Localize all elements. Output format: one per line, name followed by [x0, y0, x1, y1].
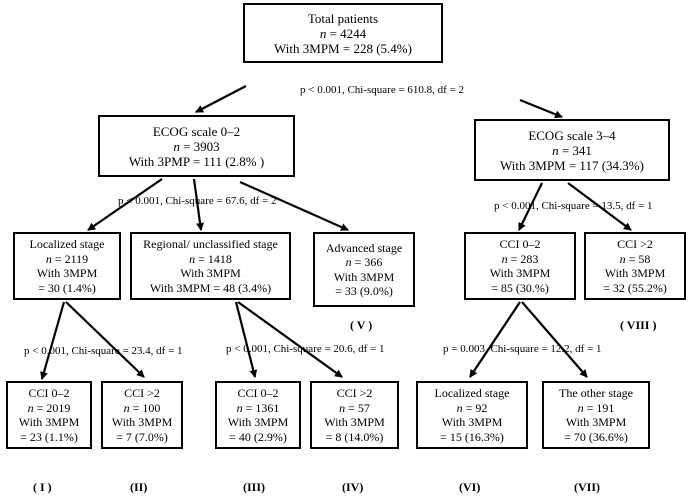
- node-n: n = 1361: [236, 400, 280, 415]
- node-3mpm: With 3MPM = 117 (34.3%): [500, 157, 644, 173]
- node-title: Localized stage: [29, 237, 105, 251]
- node-other-stage-ecog-3-4: The other stage n = 191 With 3MPM = 70 (…: [542, 381, 650, 449]
- node-title: Advanced stage: [325, 240, 403, 255]
- node-3mpm: With 3PMP = 111 (2.8% ): [128, 153, 265, 169]
- node-n: n = 1418: [189, 251, 232, 266]
- node-3mpm-label: With 3MPM: [489, 266, 551, 280]
- node-n: n = 100: [123, 400, 161, 415]
- node-cci-gt2-ecog-3-4: CCI >2 n = 58 With 3MPM = 32 (55.2%): [584, 232, 686, 300]
- node-cci-0-2-ecog-3-4: CCI 0–2 n = 283 With 3MPM = 85 (30.%): [464, 232, 576, 300]
- node-total-patients: Total patients n = 4244 With 3MPM = 228 …: [243, 3, 443, 63]
- node-title: ECOG scale 0–2: [152, 123, 241, 139]
- node-cci-gt2-regional: CCI >2 n = 57 With 3MPM = 8 (14.0%): [310, 381, 399, 449]
- node-n: n = 57: [339, 400, 370, 415]
- node-n: n = 341: [552, 142, 592, 158]
- node-n: n = 2119: [45, 251, 89, 266]
- node-title: CCI 0–2: [28, 386, 70, 400]
- node-localized-stage-ecog-3-4: Localized stage n = 92 With 3MPM = 15 (1…: [416, 381, 528, 449]
- node-title: Regional/ unclassified stage: [143, 237, 278, 251]
- group-label-v: ( V ): [350, 318, 373, 332]
- group-label-vii: (VII): [574, 480, 600, 494]
- node-3mpm-label: With 3MPM: [324, 415, 385, 429]
- node-localized-stage: Localized stage n = 2119 With 3MPM = 30 …: [13, 232, 121, 300]
- group-label-iv: (IV): [342, 480, 364, 494]
- split-stat-root: p < 0.001, Chi-square = 610.8, df = 2: [300, 84, 465, 96]
- node-n: n = 58: [619, 251, 651, 266]
- node-n: n = 92: [456, 400, 488, 415]
- node-n: n = 191: [577, 400, 615, 415]
- node-3mpm: With 3MPM = 228 (5.4%): [274, 40, 412, 56]
- node-3mpm-label: With 3MPM: [604, 266, 666, 280]
- node-n: n = 2019: [27, 400, 71, 415]
- node-title: ECOG scale 3–4: [528, 127, 616, 143]
- node-n: n = 4244: [319, 25, 367, 41]
- node-n: n = 366: [345, 255, 383, 269]
- group-label-vi: (VI): [459, 480, 481, 494]
- split-stat-regional: p < 0.001, Chi-square = 20.6, df = 1: [226, 343, 385, 355]
- split-stat-localized: p < 0.001, Chi-square = 23.4, df = 1: [24, 345, 183, 357]
- node-n: n = 3903: [173, 138, 220, 154]
- node-title: CCI 0–2: [237, 386, 279, 400]
- node-title: CCI >2: [124, 386, 160, 400]
- node-3mpm-label: With 3MPM: [333, 269, 395, 284]
- group-label-i: ( I ): [33, 480, 52, 494]
- node-3mpm-value: = 15 (16.3%): [440, 429, 504, 444]
- group-label-viii: ( VIII ): [620, 318, 657, 332]
- node-3mpm-label: With 3MPM: [441, 415, 503, 429]
- group-label-iii: (III): [243, 480, 266, 494]
- node-3mpm-label: With 3MPM: [565, 415, 627, 429]
- node-3mpm-value: = 23 (1.1%): [20, 429, 78, 444]
- node-3mpm-label: With 3MPM: [18, 415, 80, 429]
- node-n: n = 283: [501, 251, 539, 266]
- node-3mpm-value: = 85 (30.%): [491, 280, 549, 295]
- node-cci-gt2-localized: CCI >2 n = 100 With 3MPM = 7 (7.0%): [101, 381, 183, 449]
- node-3mpm-value: = 30 (1.4%): [38, 280, 96, 295]
- node-regional-unclassified-stage: Regional/ unclassified stage n = 1418 Wi…: [130, 232, 291, 300]
- split-stat-ecog-0-2: p < 0.001, Chi-square = 67.6, df = 2: [118, 195, 277, 207]
- node-ecog-0-2: ECOG scale 0–2 n = 3903 With 3PMP = 111 …: [98, 115, 295, 177]
- split-stat-cci-0-2: p = 0.003, Chi-square = 12.2, df = 1: [443, 343, 602, 355]
- node-title: CCI >2: [617, 237, 653, 251]
- node-ecog-3-4: ECOG scale 3–4 n = 341 With 3MPM = 117 (…: [474, 119, 670, 181]
- node-3mpm-value: = 7 (7.0%): [116, 429, 168, 444]
- node-3mpm-value: = 40 (2.9%): [229, 429, 287, 444]
- node-cci-0-2-regional: CCI 0–2 n = 1361 With 3MPM = 40 (2.9%): [215, 381, 301, 449]
- node-3mpm-value: = 70 (36.6%): [564, 429, 628, 444]
- node-3mpm-label: With 3MPM: [36, 266, 98, 280]
- split-stat-ecog-3-4: p < 0.001, Chi-square = 13.5, df = 1: [494, 200, 653, 212]
- node-title: Localized stage: [434, 386, 510, 400]
- node-3mpm-value: = 33 (9.0%): [335, 284, 393, 298]
- group-label-ii: (II): [130, 480, 148, 494]
- node-advanced-stage: Advanced stage n = 366 With 3MPM = 33 (9…: [313, 232, 415, 307]
- node-3mpm-value: With 3MPM = 48 (3.4%): [149, 280, 272, 295]
- node-3mpm-label: With 3MPM: [227, 415, 289, 429]
- node-3mpm-label: With 3MPM: [111, 415, 173, 429]
- node-3mpm-value: = 32 (55.2%): [603, 280, 667, 295]
- node-title: The other stage: [559, 386, 633, 400]
- node-3mpm-value: = 8 (14.0%): [325, 429, 384, 444]
- node-title: CCI >2: [336, 386, 373, 400]
- node-cci-0-2-localized: CCI 0–2 n = 2019 With 3MPM = 23 (1.1%): [6, 381, 92, 449]
- node-title: Total patients: [307, 10, 379, 26]
- node-title: CCI 0–2: [499, 237, 541, 251]
- node-3mpm-label: With 3MPM: [180, 266, 241, 280]
